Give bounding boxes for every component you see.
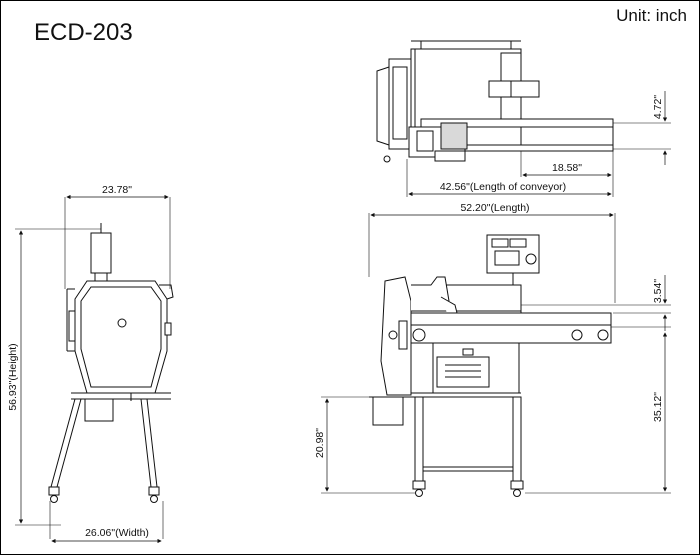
top-conveyor-label: 42.56"(Length of conveyor): [440, 181, 566, 193]
side-length-label: 52.20"(Length): [460, 202, 529, 214]
model-title: ECD-203: [34, 19, 133, 46]
front-height-label: 56.93"(Height): [7, 343, 19, 410]
side-view: [321, 212, 671, 497]
side-tray-height-label: 20.98": [314, 428, 326, 458]
front-width-top-label: 23.78": [102, 184, 132, 196]
top-depth-label: 4.72": [652, 95, 664, 119]
top-offset-label: 18.58": [552, 162, 582, 174]
side-table-height-label: 35.12": [652, 392, 664, 422]
top-view: [376, 40, 671, 197]
front-width-bottom-label: 26.06"(Width): [85, 527, 149, 539]
unit-label: Unit: inch: [616, 6, 687, 25]
front-view: [15, 194, 174, 544]
side-panel-offset-label: 3.54": [652, 279, 664, 303]
